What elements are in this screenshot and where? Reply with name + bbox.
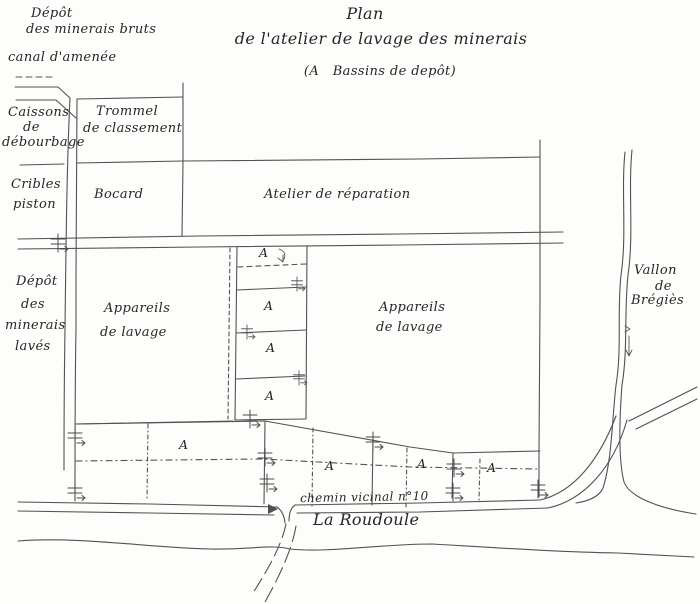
label-depot-minerais-laves: minerais xyxy=(5,318,66,333)
flow-arrow-icon xyxy=(625,335,633,357)
label-depot-minerais-bruts: des minerais bruts xyxy=(26,22,157,37)
diagonal-road xyxy=(628,386,698,430)
page-title: Plan xyxy=(346,4,384,23)
sluice-gate-icon xyxy=(292,370,308,386)
tributary-stream xyxy=(264,525,297,603)
label-caissons-debourbage: de xyxy=(23,120,40,135)
label-trommel-classement: Trommel xyxy=(96,104,159,119)
label-vallon-bregies: Brégiès xyxy=(631,293,685,308)
sluice-gate-icon xyxy=(67,427,86,447)
label-depot-minerais-laves: Dépôt xyxy=(16,274,58,289)
legend-note: (A Bassins de depôt) xyxy=(303,64,457,79)
label-atelier-reparation: Atelier de réparation xyxy=(264,187,411,202)
label-bocard: Bocard xyxy=(94,187,144,202)
label-appareils-lavage-ouest: Appareils xyxy=(104,301,171,316)
page-subtitle: de l'atelier de lavage des minerais xyxy=(234,29,528,48)
river-roudoule xyxy=(17,523,695,603)
basin-marker: A xyxy=(265,388,275,403)
sluice-gate-icon xyxy=(50,233,69,253)
label-cribles-piston: Cribles xyxy=(11,177,61,192)
label-depot-minerais-laves: des xyxy=(21,297,45,312)
label-appareils-lavage-est: de lavage xyxy=(376,320,443,335)
label-appareils-lavage-ouest: de lavage xyxy=(100,325,167,340)
label-vallon-bregies: de xyxy=(655,279,672,294)
tributary-stream xyxy=(252,523,287,594)
basin-marker: A xyxy=(487,460,497,475)
label-cribles-piston: piston xyxy=(13,197,56,212)
sluice-gate-icon xyxy=(259,473,278,493)
label-vallon-bregies: Vallon xyxy=(634,263,677,278)
stream-bregies xyxy=(575,149,697,515)
label-depot-minerais-bruts: Dépôt xyxy=(31,6,73,21)
road-chemin xyxy=(17,415,628,524)
sluice-gate-icon xyxy=(257,447,276,467)
sluice-gate-icon xyxy=(242,409,261,429)
sluice-gate-icon xyxy=(67,482,86,502)
basin-marker: A xyxy=(325,458,335,473)
label-chemin-vicinal: chemin vicinal n°10 xyxy=(299,488,429,506)
label-canal-amenee: canal d'amenée xyxy=(8,50,117,65)
building-walls xyxy=(17,82,564,498)
basin-marker: A xyxy=(417,456,427,471)
basin-marker: A xyxy=(266,340,276,355)
sluice-gate-icon xyxy=(290,276,306,292)
basin-marker: A xyxy=(264,298,274,313)
sluice-gate-icon xyxy=(445,482,464,502)
label-la-roudoule: La Roudoule xyxy=(313,510,420,529)
label-trommel-classement: de classement xyxy=(83,121,183,136)
label-caissons-debourbage: débourbage xyxy=(2,135,85,150)
basin-marker: A xyxy=(259,245,269,260)
label-appareils-lavage-est: Appareils xyxy=(379,300,446,315)
label-caissons-debourbage: Caissons xyxy=(8,105,70,120)
basin-marker: A xyxy=(179,437,189,452)
label-depot-minerais-laves: lavés xyxy=(15,339,51,354)
road-arrow-icon xyxy=(268,504,278,514)
